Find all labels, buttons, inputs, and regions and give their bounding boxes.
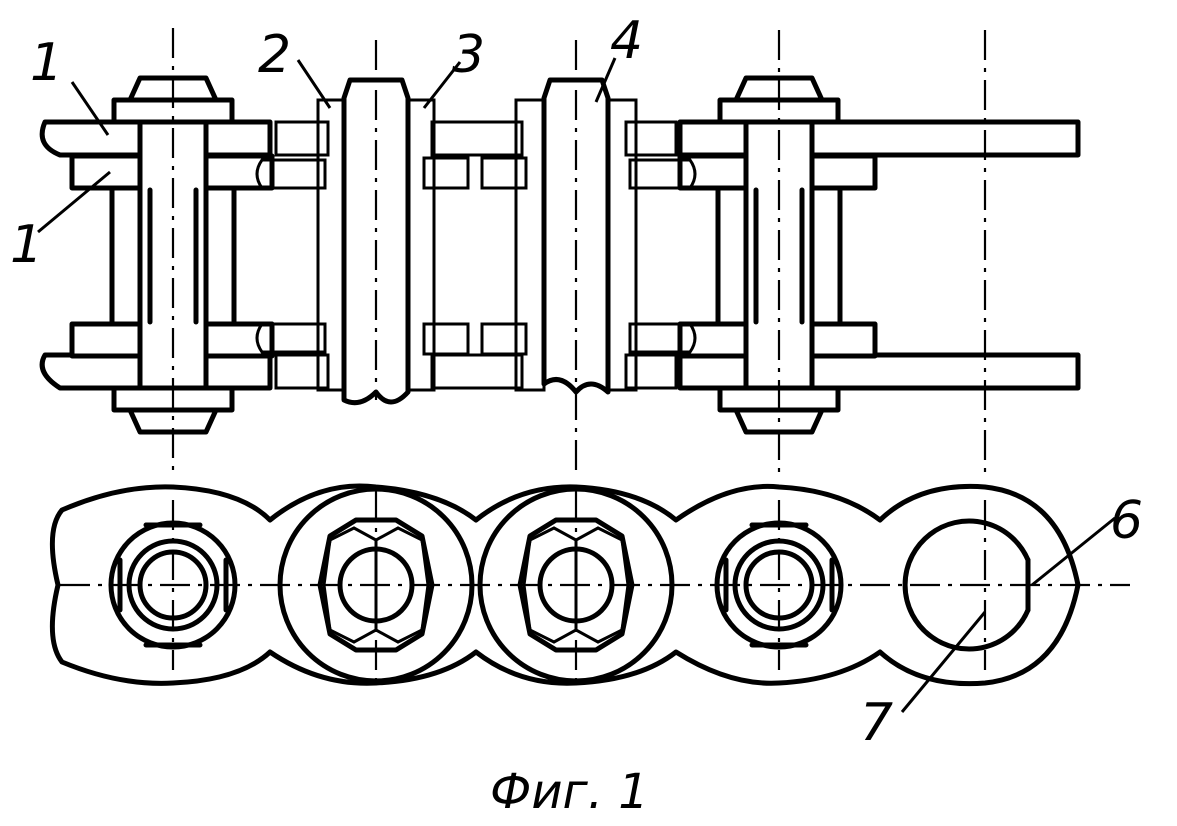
label-4: 4 [610, 11, 643, 71]
bushing-wall-4b [606, 98, 638, 392]
label-7: 7 [860, 693, 893, 753]
chain-outline [49, 483, 1081, 687]
leaders [37, 57, 1116, 713]
label-1-bottom: 1 [10, 215, 43, 275]
pin-4 [541, 77, 611, 395]
label-3: 3 [452, 25, 485, 85]
front-view [49, 483, 1130, 687]
bushing-wall-2 [316, 98, 346, 392]
label-6: 6 [1110, 491, 1143, 551]
outer-plate-top-right [677, 119, 1081, 158]
section-view [39, 28, 1081, 478]
figure-caption: Фиг. 1 [490, 764, 649, 820]
outer-plate-bottom-right [677, 352, 1081, 391]
label-2: 2 [258, 25, 291, 85]
bushing-wall-3 [406, 98, 436, 392]
bushing-wall-4a [514, 98, 546, 392]
label-1-top: 1 [30, 33, 63, 93]
